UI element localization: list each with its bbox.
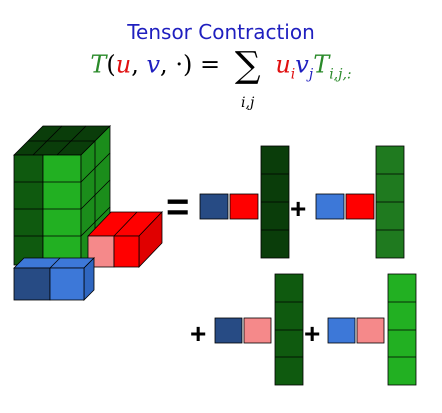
sum-symbol: ∑	[234, 45, 261, 86]
formula-v-sub: j	[308, 66, 314, 83]
plus-sign-2: +	[190, 318, 206, 349]
diagram-title: Tensor Contraction	[127, 20, 315, 44]
term-4-column	[387, 273, 417, 386]
term-3-column	[274, 273, 304, 386]
formula-u-term: u	[275, 50, 291, 79]
v-vector-3d	[13, 257, 95, 301]
formula-dot: ·	[175, 50, 183, 79]
plus-sign-3: +	[304, 318, 320, 349]
contraction-formula: T(u, v, ·) = ∑i,j uivjTi,j,:	[0, 45, 442, 112]
equals-sign: =	[166, 185, 189, 229]
term-4	[327, 273, 417, 386]
formula-v-term: v	[295, 50, 309, 79]
formula-T-sub: i,j,:	[329, 66, 352, 83]
formula-u: u	[115, 50, 132, 79]
formula-comma-2: ,	[160, 50, 176, 79]
plus-sign-1: +	[290, 193, 306, 224]
formula-open-paren: (	[106, 50, 116, 79]
formula-v: v	[146, 50, 161, 79]
term-1	[199, 145, 290, 259]
tensor-cube-back-layer	[13, 154, 44, 266]
formula-close-equals: ) =	[182, 50, 228, 79]
formula-T-term: T	[313, 50, 330, 79]
sum-index: i,j	[241, 95, 255, 111]
term-2	[315, 145, 405, 259]
tensor-cube-front-face	[42, 154, 82, 266]
formula-u-sub: i	[290, 66, 296, 83]
formula-comma-1: ,	[131, 50, 147, 79]
term-3	[214, 273, 304, 386]
sum-block: ∑ i,j	[228, 45, 268, 112]
formula-T: T	[90, 50, 107, 79]
